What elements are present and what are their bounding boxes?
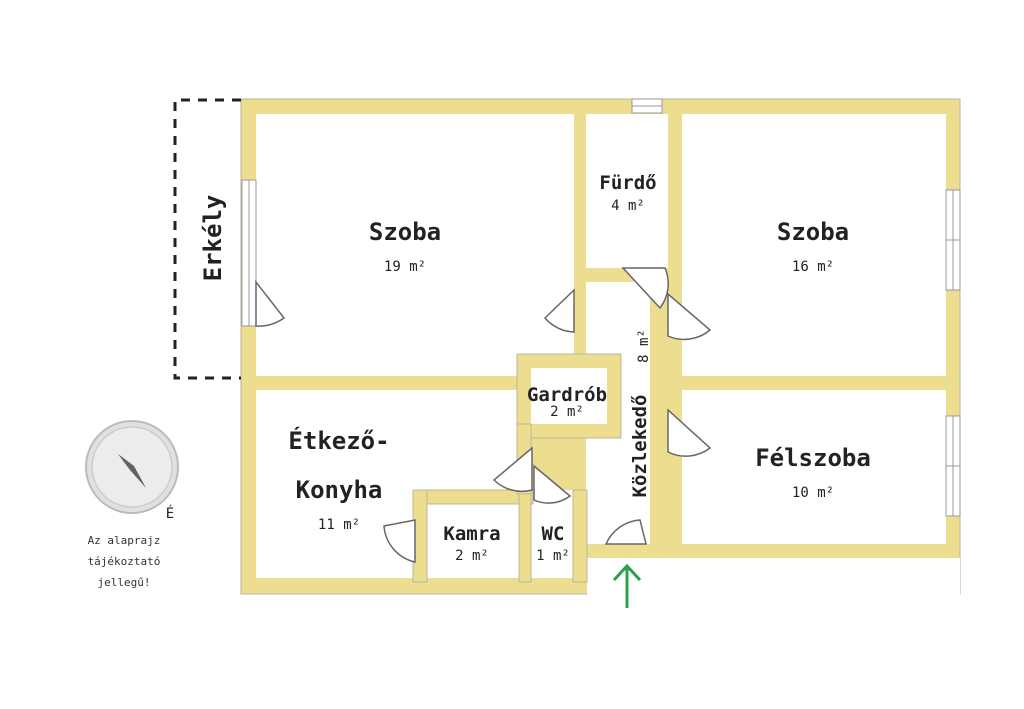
balcony-label: Erkély xyxy=(199,195,227,282)
room-szoba-left xyxy=(256,114,574,376)
room-wc-name: WC xyxy=(542,523,565,545)
room-kozlekedo-area: 8 m² xyxy=(636,329,652,363)
room-szoba-left-area: 19 m² xyxy=(384,259,426,275)
windows xyxy=(241,98,961,517)
room-szoba-right xyxy=(682,114,946,376)
room-wc xyxy=(531,490,573,578)
room-etkezo-name-2: Konyha xyxy=(296,476,383,504)
room-furdo-area: 4 m² xyxy=(611,198,645,214)
disclaimer-line-3: jellegű! xyxy=(98,576,151,589)
room-szoba-right-name: Szoba xyxy=(777,218,849,246)
room-felszoba-area: 10 m² xyxy=(792,485,834,501)
room-etkezo-name-1: Étkező- xyxy=(288,426,389,455)
room-felszoba xyxy=(682,390,946,544)
room-furdo xyxy=(586,114,668,268)
room-kamra xyxy=(427,504,519,578)
room-kamra-name: Kamra xyxy=(443,523,500,545)
doors xyxy=(255,267,712,563)
disclaimer-line-2: tájékoztató xyxy=(88,555,161,568)
room-furdo-name: Fürdő xyxy=(599,172,656,194)
wall-kamra-box xyxy=(412,489,534,505)
room-felszoba-name: Félszoba xyxy=(755,444,871,472)
door-wc xyxy=(533,464,572,504)
door-furdo xyxy=(621,267,669,310)
room-kozlekedo-left xyxy=(586,440,616,544)
outside-cutout xyxy=(587,558,960,598)
room-kamra-area: 2 m² xyxy=(455,548,489,564)
door-szoba-right xyxy=(667,292,712,341)
door-szoba-left xyxy=(543,288,575,333)
door-felszoba xyxy=(667,408,712,457)
door-kamra xyxy=(383,519,416,563)
door-konyha-upper xyxy=(492,446,533,493)
room-szoba-left-name: Szoba xyxy=(369,218,441,246)
balcony-outline xyxy=(173,98,241,380)
wall-wc-right xyxy=(572,489,588,583)
room-etkezo-konyha-ext xyxy=(256,390,529,490)
compass-icon xyxy=(85,420,179,514)
entrance-arrow xyxy=(612,563,642,608)
room-wc-area: 1 m² xyxy=(536,548,570,564)
room-gardrob-name: Gardrób xyxy=(527,384,607,406)
room-etkezo-area: 11 m² xyxy=(318,517,360,533)
wall-wc-left xyxy=(518,489,532,583)
room-gardrob-floor xyxy=(531,368,607,424)
disclaimer-line-1: Az alaprajz xyxy=(88,534,161,547)
door-entrance xyxy=(604,519,647,545)
door-balcony xyxy=(255,279,286,327)
room-gardrob-area: 2 m² xyxy=(550,404,584,420)
room-szoba-right-area: 16 m² xyxy=(792,259,834,275)
room-kozlekedo-name: Közlekedő xyxy=(629,395,651,498)
compass-north-label: É xyxy=(166,505,174,522)
